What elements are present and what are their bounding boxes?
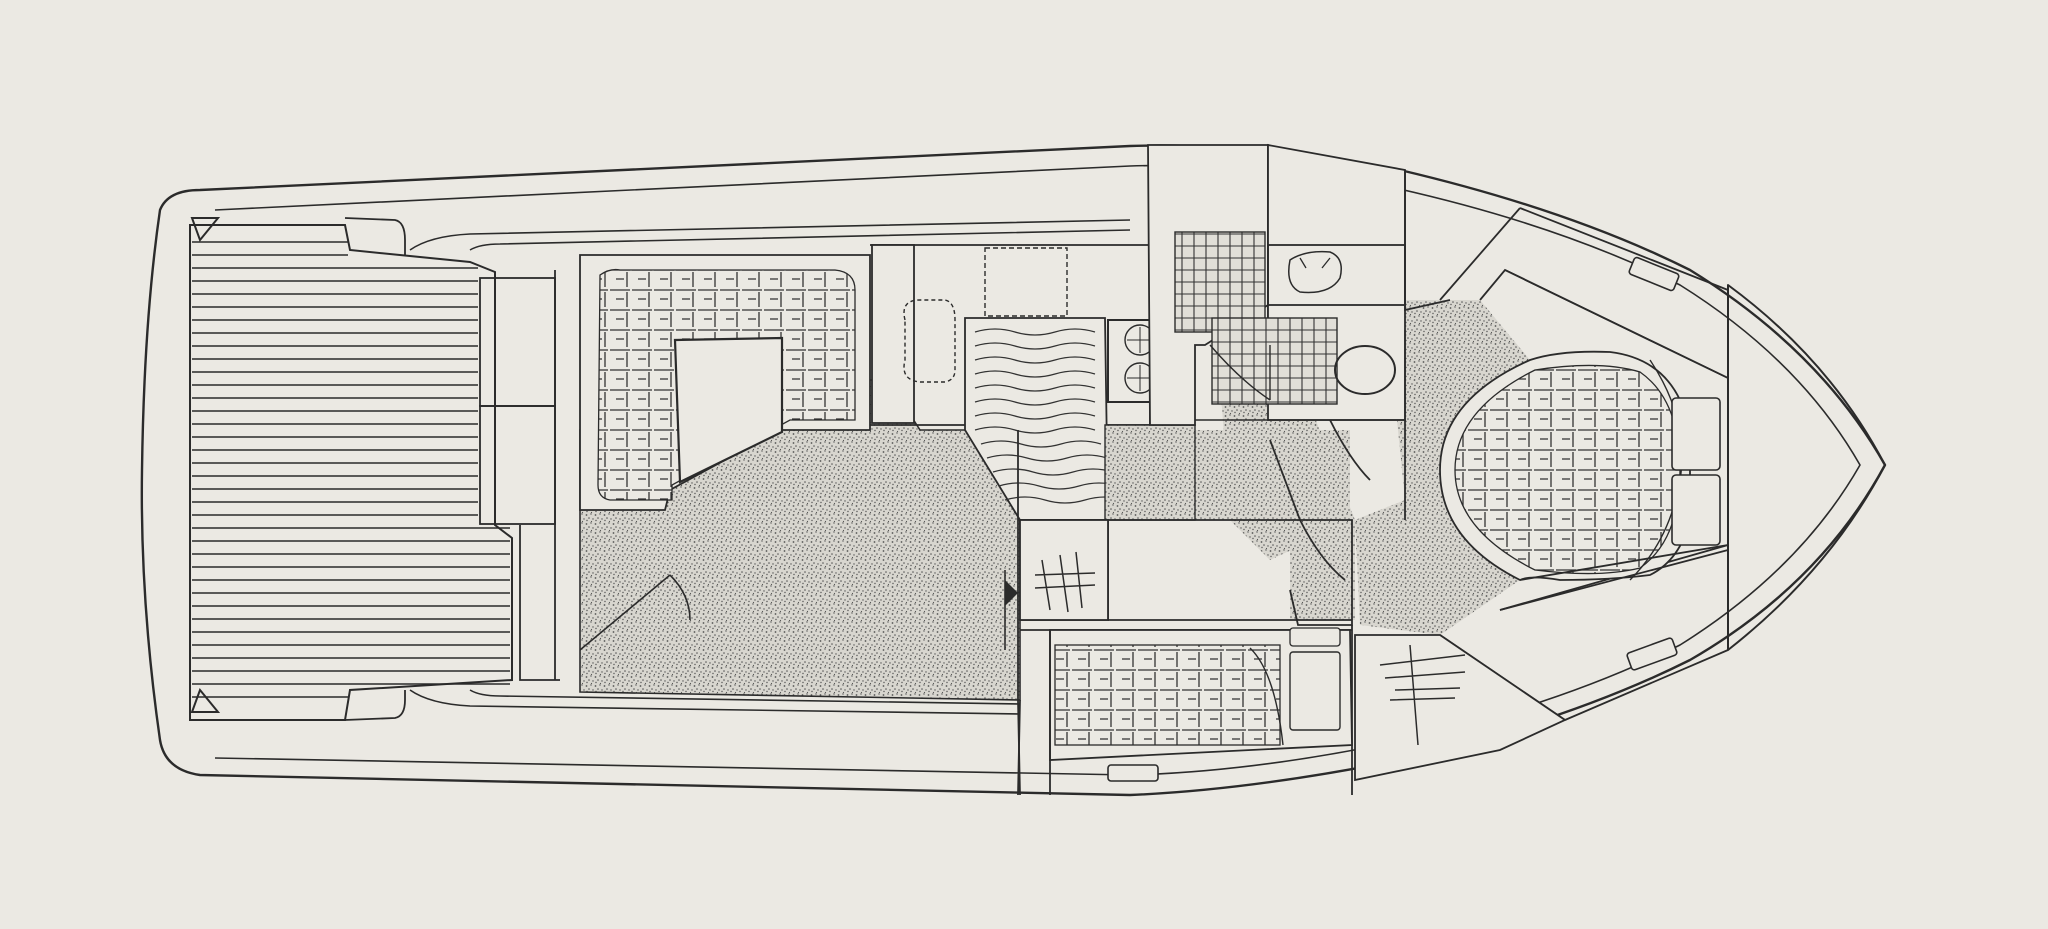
wood-grain-line xyxy=(992,468,1114,476)
bow-anchor-locker xyxy=(1727,284,1886,651)
aft-swim-platform-deck xyxy=(189,217,513,721)
sink-icon xyxy=(1288,250,1342,294)
wood-grain-line xyxy=(998,482,1120,490)
corner-cleat-top xyxy=(190,217,221,242)
forward-v-berth xyxy=(1439,350,1691,582)
wood-grain-line xyxy=(974,356,1096,364)
port-lights xyxy=(1626,256,1680,671)
corner-cleat-bottom xyxy=(190,688,221,713)
hanging-locker xyxy=(1004,519,1109,650)
wood-grain-line xyxy=(974,370,1096,378)
wood-grain-line xyxy=(986,454,1108,462)
wood-grain-line xyxy=(974,328,1096,336)
forward-hanging-locker xyxy=(1354,634,1567,782)
wood-grain-line xyxy=(980,440,1102,448)
head-shower xyxy=(1147,144,1269,426)
midship-berth xyxy=(1049,627,1353,795)
wood-grain-line xyxy=(974,384,1096,392)
wood-grain-line xyxy=(974,412,1096,420)
forward-pillows xyxy=(1671,397,1721,546)
dinette-table xyxy=(673,336,784,484)
port-light-midship xyxy=(1107,764,1159,782)
wood-grain-line xyxy=(974,398,1096,406)
galley-counter-wavy xyxy=(964,317,1126,521)
toilet-icon xyxy=(1334,345,1396,395)
wood-grain-line xyxy=(974,426,1096,434)
wood-grain-line xyxy=(974,342,1096,350)
head-vanity xyxy=(1195,143,1406,421)
transom-steps xyxy=(479,270,560,681)
companionway-stairs xyxy=(579,574,691,651)
cockpit-wet-bar xyxy=(409,219,1131,715)
